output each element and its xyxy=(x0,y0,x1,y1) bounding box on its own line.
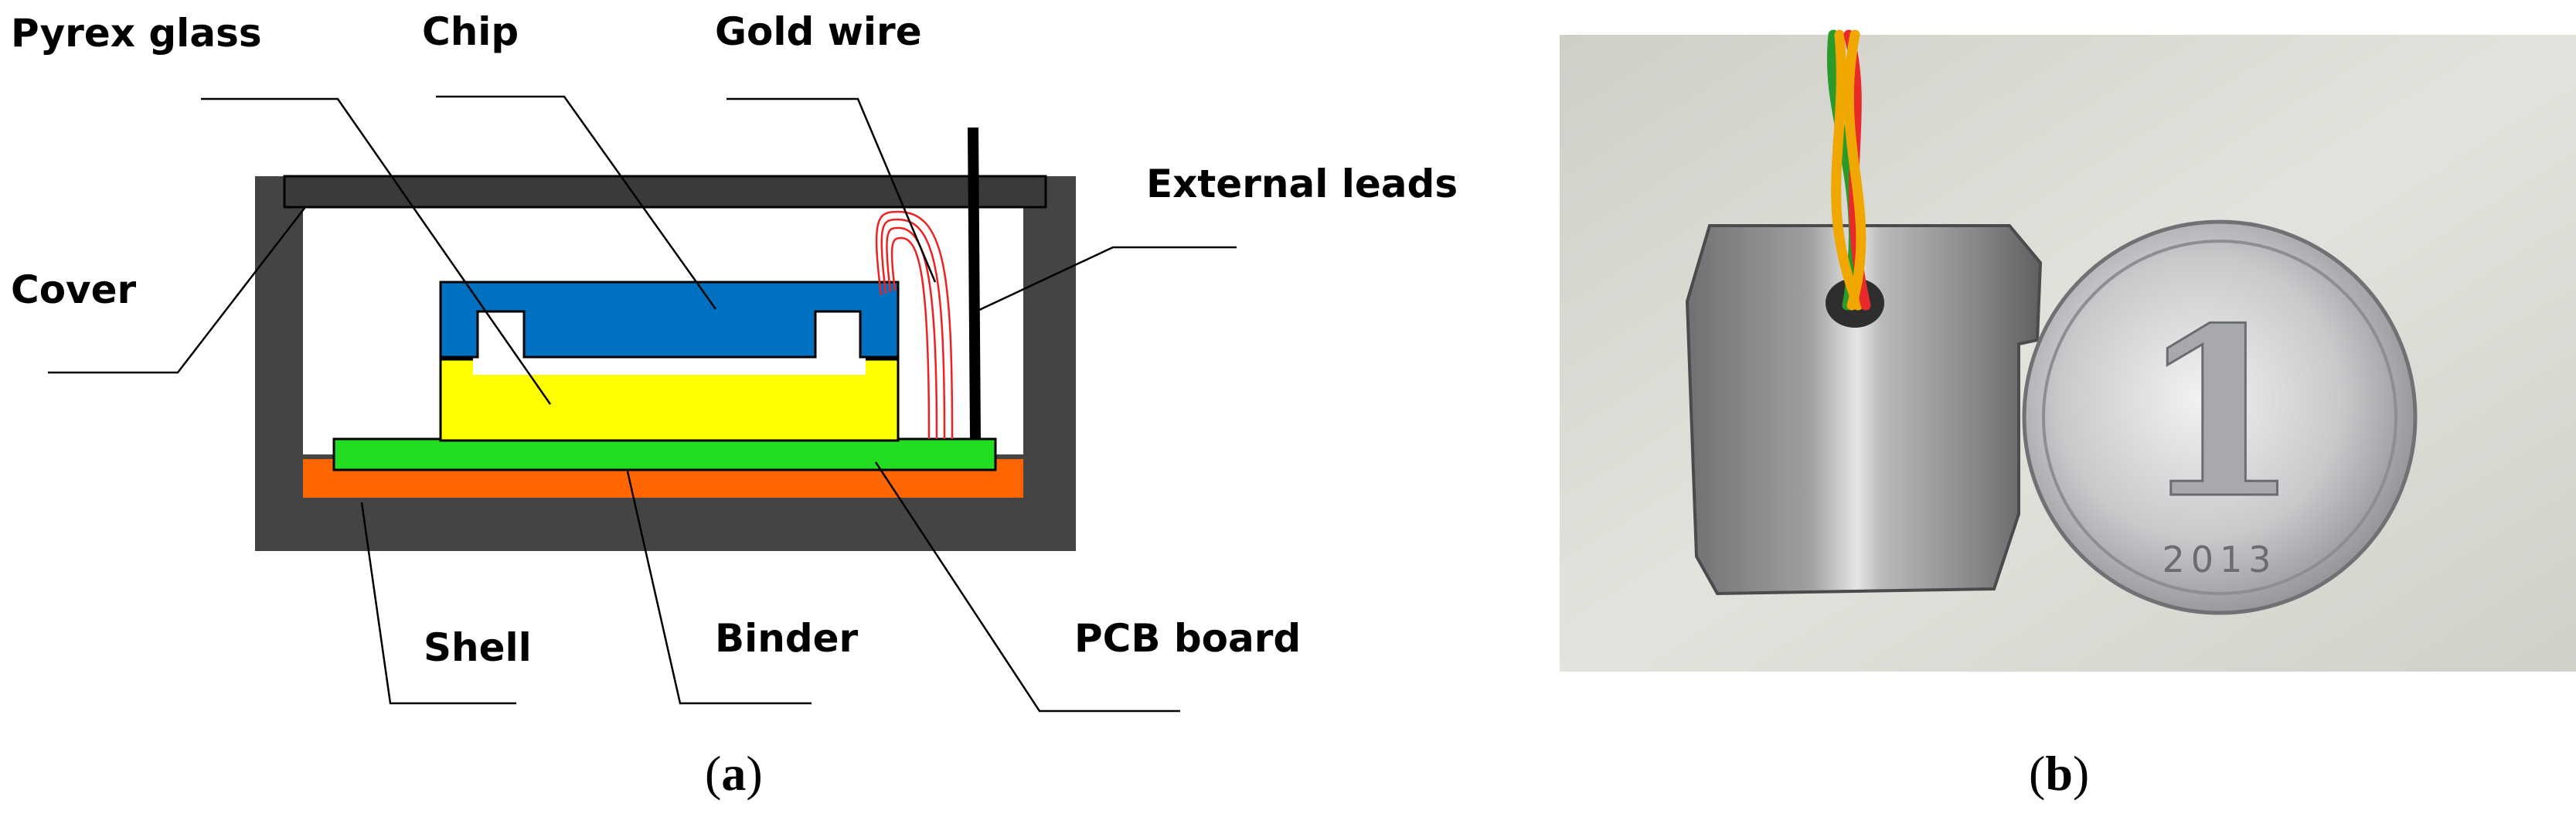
leader-pyrex xyxy=(201,97,552,405)
label-external-leads: External leads xyxy=(1146,162,1458,206)
label-binder: Binder xyxy=(715,616,859,661)
cavity-gap xyxy=(473,358,866,375)
label-chip: Chip xyxy=(422,9,519,54)
leader-cover xyxy=(48,206,306,374)
caption-a: (a) xyxy=(705,746,763,801)
coin-rim xyxy=(2042,240,2397,595)
label-shell: Shell xyxy=(424,625,532,670)
panel-a-schematic: Pyrex glass Chip Gold wire External lead… xyxy=(11,9,1458,801)
pcb-board xyxy=(332,437,997,471)
lead-wires xyxy=(1826,29,1871,311)
sensor-body xyxy=(1685,224,2043,596)
caption-b: (b) xyxy=(2029,746,2089,801)
label-cover: Cover xyxy=(11,267,137,312)
leader-external xyxy=(977,246,1237,312)
label-pyrex-glass: Pyrex glass xyxy=(11,11,262,56)
leader-pcb xyxy=(874,461,1180,713)
leader-lines xyxy=(48,95,1237,713)
coin xyxy=(2022,219,2418,615)
label-pcb-board: PCB board xyxy=(1074,616,1301,661)
leader-shell xyxy=(360,502,516,705)
coin-digit: 1 xyxy=(2139,277,2301,550)
caption-a-letter: a xyxy=(721,746,746,801)
leader-binder xyxy=(626,471,812,705)
panel-b-photo: 1 2013 (b) xyxy=(1560,29,2576,801)
cover-plate xyxy=(283,175,1047,209)
leader-chip xyxy=(436,95,717,310)
label-gold-wire: Gold wire xyxy=(715,9,922,54)
caption-b-letter: b xyxy=(2045,746,2073,801)
chip xyxy=(439,281,900,359)
leader-gold xyxy=(727,97,937,283)
gold-wire xyxy=(875,210,954,440)
external-lead xyxy=(968,127,981,440)
coin-year: 2013 xyxy=(2162,539,2277,580)
